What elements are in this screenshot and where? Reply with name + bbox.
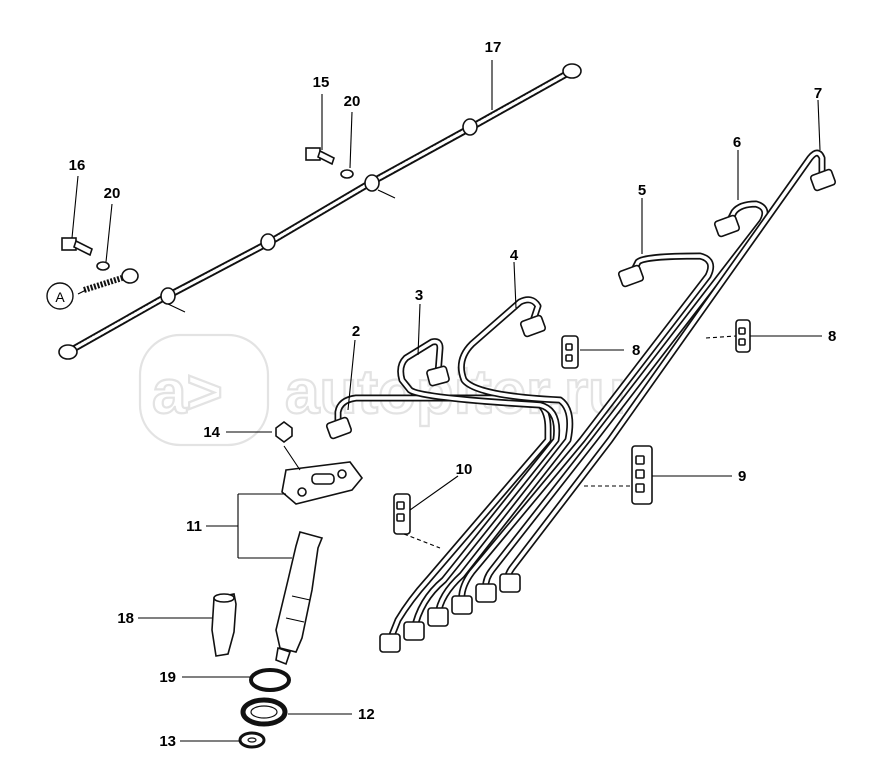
clamp-8-right <box>735 319 751 353</box>
threaded-hose-end <box>83 275 123 293</box>
label-9: 9 <box>738 468 746 485</box>
pipe-6-bottom-nut <box>475 583 497 603</box>
pipe-7-bottom-nut <box>499 573 521 593</box>
clamps <box>393 319 751 549</box>
pipe-5-bottom-nut <box>451 595 473 615</box>
label-8-left: 8 <box>632 342 640 359</box>
label-10: 10 <box>456 461 473 478</box>
label-14: 14 <box>203 424 220 441</box>
label-18: 18 <box>117 610 134 627</box>
label-17: 17 <box>485 39 502 56</box>
hose-end-eye-right <box>562 63 582 79</box>
hose-junction-4 <box>462 118 478 136</box>
hose-junction-3 <box>364 174 380 192</box>
part-labels: 17 15 20 16 20 7 6 5 4 3 2 8 8 9 10 14 1… <box>69 39 837 750</box>
label-4: 4 <box>510 247 519 264</box>
pipe-2-bottom-nut <box>379 633 401 653</box>
pipe-4-bottom-nut <box>427 607 449 627</box>
washer-13 <box>238 731 266 749</box>
label-8-right: 8 <box>828 328 836 345</box>
pipe-2-nut <box>325 416 353 440</box>
injector-parts <box>211 421 364 749</box>
sealing-washer-20-right <box>340 169 354 179</box>
pipe-5-nut <box>617 264 645 288</box>
label-13: 13 <box>159 733 176 750</box>
label-15: 15 <box>313 74 330 91</box>
label-12: 12 <box>358 706 375 723</box>
label-16: 16 <box>69 157 86 174</box>
label-3: 3 <box>415 287 423 304</box>
label-20-left: 20 <box>104 185 121 202</box>
clamp-8-left <box>561 335 579 369</box>
hose-junction-1 <box>160 287 176 305</box>
o-ring-12 <box>240 697 288 727</box>
callout-a-circle <box>46 282 74 310</box>
label-7: 7 <box>814 85 822 102</box>
banjo-bolt-16 <box>61 237 77 251</box>
pipe-6-nut <box>713 214 741 238</box>
injector-nozzle <box>211 593 237 657</box>
label-6: 6 <box>733 134 741 151</box>
sealing-washer-20-left <box>96 261 110 271</box>
callout-a-label: A <box>55 289 65 305</box>
hose-junction-2 <box>260 233 276 251</box>
hose-end-eye <box>58 344 78 360</box>
nut-14 <box>275 421 293 443</box>
copper-seal-19 <box>249 668 291 692</box>
label-19: 19 <box>159 669 176 686</box>
leak-off-hose-assembly: A <box>46 63 582 360</box>
label-5: 5 <box>638 182 646 199</box>
injection-pipes <box>325 149 837 653</box>
leader-lines <box>71 60 822 742</box>
label-11: 11 <box>186 518 202 535</box>
pipe-7-nut <box>809 168 837 192</box>
banjo-fitting-left <box>121 268 139 284</box>
fuel-injector <box>275 531 324 653</box>
watermark-logo: a> <box>152 358 223 427</box>
pipe-4-nut <box>519 314 547 338</box>
pipe-3-bottom-nut <box>403 621 425 641</box>
label-2: 2 <box>352 323 360 340</box>
label-20-right: 20 <box>344 93 361 110</box>
banjo-bolt-15 <box>305 147 321 161</box>
watermark-logo-frame <box>138 333 270 447</box>
pipe-3-nut <box>426 365 450 387</box>
